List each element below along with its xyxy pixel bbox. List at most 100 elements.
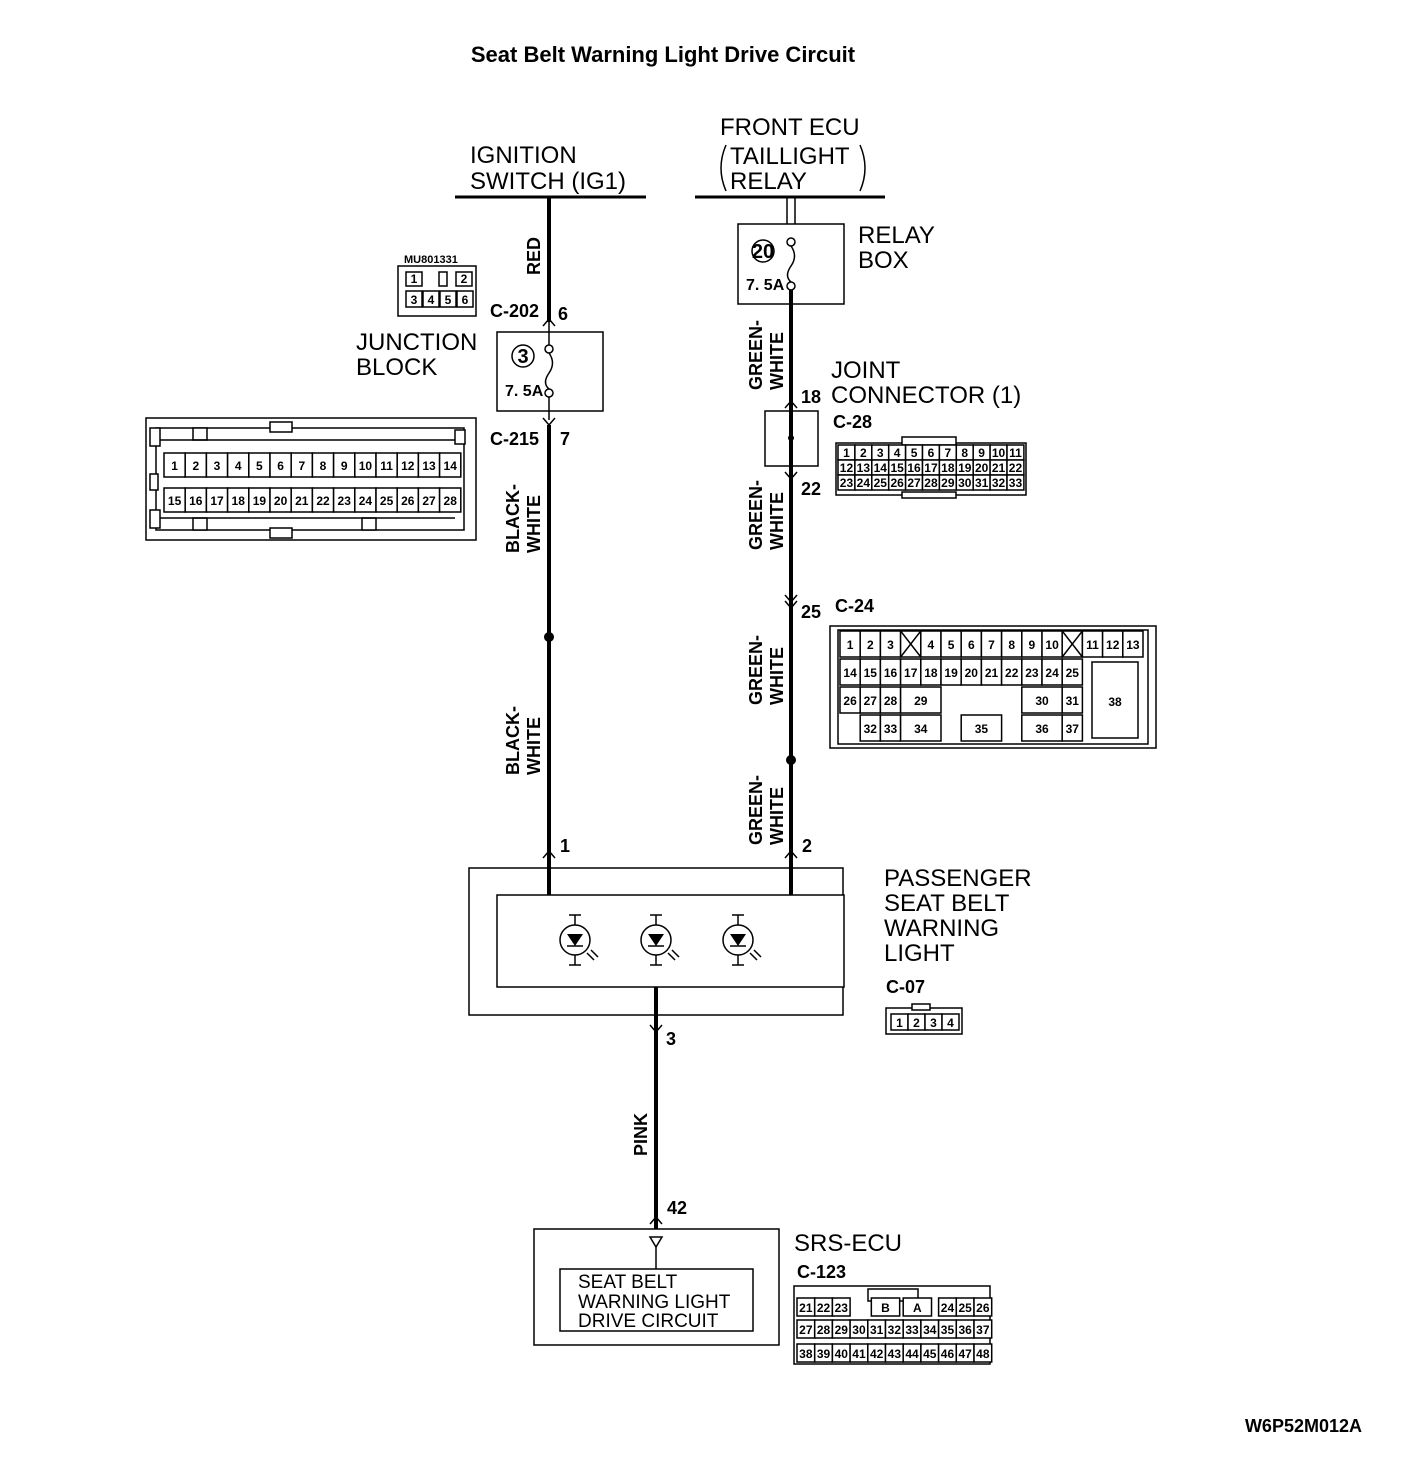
pin-label: 4 (928, 638, 935, 652)
drive-circuit-line-1: SEAT BELT (578, 1272, 678, 1293)
pin-label: 32 (888, 1323, 902, 1337)
pin-label: 33 (884, 722, 898, 736)
passenger-light-label-2: SEAT BELT (884, 890, 1010, 917)
svg-text:GREEN-: GREEN- (746, 320, 766, 390)
pin-label: 10 (359, 459, 373, 473)
joint-connector-label-1: JOINT (831, 357, 901, 384)
pin-22: 22 (801, 479, 821, 499)
bw-label-1a: BLACK- (503, 484, 523, 553)
pin-label: 13 (857, 461, 871, 475)
pin-2: 2 (802, 836, 812, 856)
pin-label: 24 (359, 494, 373, 508)
pin-label: 34 (914, 722, 928, 736)
pin-label: 1 (843, 446, 850, 460)
pin-label: 38 (799, 1347, 813, 1361)
c24-pin (899, 714, 942, 742)
pin-label: 1 (171, 459, 178, 473)
pin-label: 45 (923, 1347, 937, 1361)
c123-pin (831, 1297, 851, 1317)
pin-label: 26 (890, 476, 904, 490)
c215-pin (438, 487, 462, 513)
pin-label: 2 (860, 446, 867, 460)
svg-text:WHITE: WHITE (767, 647, 787, 705)
c24-label: C-24 (835, 596, 874, 616)
left-paren (720, 144, 727, 192)
pin-label: 13 (422, 459, 436, 473)
pin-label: 21 (985, 666, 999, 680)
fuse-number-circle (511, 344, 535, 368)
fuse-3-rating: 7. 5A (505, 383, 544, 400)
passenger-light-label-3: WARNING (884, 915, 999, 942)
pin-label: 32 (864, 722, 878, 736)
pin-label: 3 (930, 1016, 937, 1030)
passenger-light-label-1: PASSENGER (884, 865, 1032, 892)
pin-7: 7 (560, 429, 570, 449)
pin-label: 21 (799, 1301, 813, 1315)
front-ecu-label: FRONT ECU (720, 114, 860, 141)
pin-label: 35 (941, 1323, 955, 1337)
pin-label: 11 (1086, 638, 1099, 652)
fuse-20-number: 20 (752, 241, 774, 263)
pin-label: 23 (840, 476, 854, 490)
svg-text:3: 3 (411, 293, 418, 307)
led-icon (559, 914, 599, 966)
c24-pin (899, 686, 942, 714)
svg-text:6: 6 (462, 293, 469, 307)
c123-label: C-123 (797, 1262, 846, 1282)
pin-label: 23 (1025, 666, 1039, 680)
pin-label: 14 (843, 666, 857, 680)
splice-right (786, 755, 796, 765)
drive-circuit-box (559, 1268, 754, 1332)
pin-label: 2 (913, 1016, 920, 1030)
pin-label: 17 (924, 461, 938, 475)
pin-label: 41 (852, 1347, 866, 1361)
pin-label: 24 (1045, 666, 1059, 680)
pin-label: 26 (401, 494, 415, 508)
c28-label: C-28 (833, 412, 872, 432)
pin-label: 27 (799, 1323, 813, 1337)
c215-label: C-215 (490, 429, 539, 449)
diagram-code: W6P52M012A (1245, 1416, 1362, 1436)
pin-label: 16 (884, 666, 898, 680)
ignition-label-2: SWITCH (IG1) (470, 168, 626, 195)
pin-label: 29 (835, 1323, 849, 1337)
pin-label: A (913, 1301, 922, 1315)
pin-6: 6 (558, 304, 568, 324)
pin-label: 42 (870, 1347, 884, 1361)
pin-label: 4 (894, 446, 901, 460)
pin-1: 1 (560, 836, 570, 856)
pin-label: 26 (843, 694, 857, 708)
pin-label: 7 (988, 638, 995, 652)
c28-pin (1006, 474, 1025, 491)
pin-label: 22 (1005, 666, 1019, 680)
pin-label: 18 (924, 666, 938, 680)
c24-pin (1021, 714, 1063, 742)
pin-label: 20 (965, 666, 979, 680)
pin-label: 25 (1066, 666, 1080, 680)
pin-label: 22 (1009, 461, 1023, 475)
pin-label: 47 (958, 1347, 972, 1361)
c202-label: C-202 (490, 301, 539, 321)
pin-label: 7 (298, 459, 305, 473)
pin-label: 23 (338, 494, 352, 508)
srs-ecu-label: SRS-ECU (794, 1230, 902, 1257)
pin-label: 43 (888, 1347, 902, 1361)
pin-label: 21 (992, 461, 1006, 475)
pin-label: 34 (923, 1323, 937, 1337)
pin-25: 25 (801, 602, 821, 622)
pin-label: 15 (890, 461, 904, 475)
pin-label: 33 (1009, 476, 1023, 490)
pin-label: 25 (380, 494, 394, 508)
pin-label: 30 (1035, 694, 1049, 708)
joint-connector-label-2: CONNECTOR (1) (831, 382, 1021, 409)
wire-red-label: RED (524, 237, 544, 275)
c24-pin (1061, 686, 1084, 714)
c123-pin (902, 1297, 933, 1317)
pin-label: 3 (887, 638, 894, 652)
right-paren (859, 144, 866, 192)
pin-label: 4 (235, 459, 242, 473)
pin-label: 11 (1009, 446, 1022, 460)
wire-pink-label: PINK (631, 1113, 651, 1156)
